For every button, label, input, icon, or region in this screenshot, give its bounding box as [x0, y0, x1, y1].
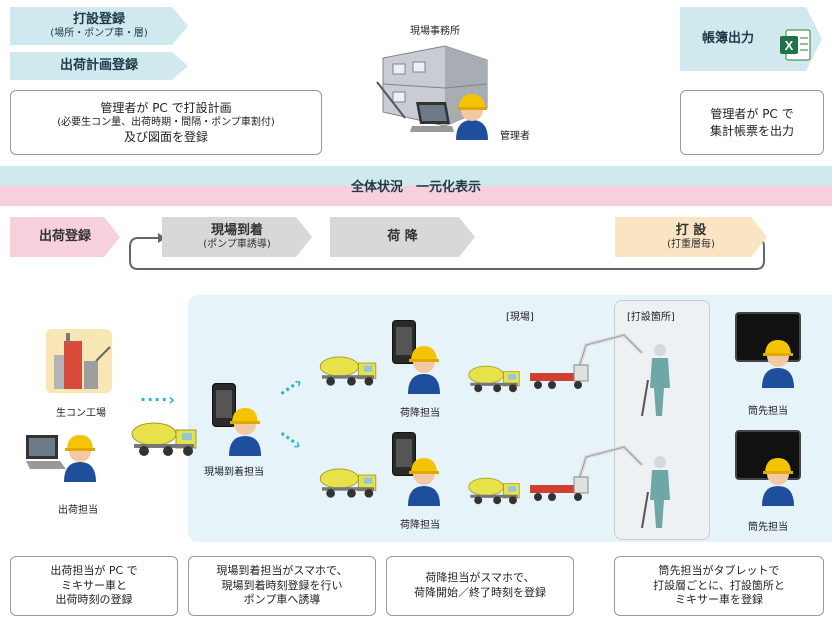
status-bar — [0, 166, 832, 206]
nozzle-label-1: 筒先担当 — [748, 406, 788, 417]
mixer-truck-icon — [468, 477, 520, 505]
shipping-desc-line-1: 出荷担当が PC で — [50, 563, 138, 577]
manager-plan-line-1: 管理者が PC で打設計画 — [100, 100, 232, 115]
arrival-desc-box: 現場到着担当がスマホで、 現場到着時刻登録を行い ポンプ車へ誘導 — [188, 556, 376, 616]
pump-truck-icon — [530, 332, 644, 389]
nozzle-label-2: 筒先担当 — [748, 522, 788, 533]
mixer-truck-icon — [131, 422, 197, 456]
unload-worker-icon — [408, 346, 440, 394]
flow-step-pour: 打 設 (打重層毎) — [615, 217, 767, 257]
flow-step-unload-label: 荷 降 — [387, 228, 418, 244]
pump-truck-icon — [530, 444, 644, 501]
nozzle-worker-figure — [641, 344, 670, 417]
status-bar-label: 全体状況 一元化表示 — [350, 180, 481, 195]
shipping-desc-line-2: ミキサー車と — [61, 578, 127, 592]
flow-step-arrival-label: 現場到着 — [210, 222, 263, 238]
unload-desc-box: 荷降担当がスマホで、 荷降開始／終了時刻を登録 — [386, 556, 574, 616]
flow-step-arrival: 現場到着 (ポンプ車誘導) — [162, 217, 312, 257]
flow-dots-arrow: ····› — [140, 390, 176, 409]
ledger-box: 管理者が PC で 集計帳票を出力 — [680, 90, 824, 155]
manager-label: 管理者 — [500, 131, 530, 142]
svg-text:X: X — [785, 38, 794, 53]
nozzle-desc-box: 筒先担当がタブレットで 打設層ごとに、打設箇所と ミキサー車を登録 — [614, 556, 824, 616]
nozzle-worker-icon — [762, 340, 794, 388]
shipping-label: 出荷担当 — [58, 505, 98, 516]
manager-worker-icon — [456, 94, 488, 140]
plant-label: 生コン工場 — [56, 408, 106, 419]
shipping-desc-box: 出荷担当が PC で ミキサー車と 出荷時刻の登録 — [10, 556, 178, 616]
flow-step-shipment-label: 出荷登録 — [38, 228, 91, 244]
arrival-desc-line-2: 現場到着時刻登録を行い — [221, 578, 343, 592]
nozzle-worker-figure — [641, 456, 670, 529]
flow-step-arrival-sub: (ポンプ車誘導) — [203, 238, 271, 250]
shipping-desc-line-3: 出荷時刻の登録 — [55, 593, 133, 607]
shipping-worker-icon — [64, 435, 96, 482]
nozzle-desc-line-2: 打設層ごとに、打設箇所と — [653, 578, 785, 592]
arrival-desc-line-3: ポンプ車へ誘導 — [243, 593, 321, 607]
concrete-plant-icon — [46, 329, 112, 393]
laptop-icon — [26, 435, 66, 469]
unload-worker-icon — [408, 458, 440, 506]
ledger-line-1: 管理者が PC で — [710, 107, 794, 122]
unload-desc-line-2: 荷降開始／終了時刻を登録 — [414, 586, 546, 599]
unload-label-1: 荷降担当 — [400, 408, 440, 419]
flow-step-pour-label: 打 設 — [675, 222, 707, 238]
nozzle-desc-line-1: 筒先担当がタブレットで — [658, 563, 780, 577]
shipment-plan-banner: 出荷計画登録 — [10, 52, 188, 80]
unload-label-2: 荷降担当 — [400, 520, 440, 531]
smartphone-icon — [392, 432, 416, 476]
flow-step-unload: 荷 降 — [330, 217, 475, 257]
smartphone-icon — [392, 320, 416, 364]
pour-registration-sub: (場所・ポンプ車・層) — [50, 27, 148, 39]
arrival-worker-icon — [229, 408, 261, 456]
flow-step-shipment: 出荷登録 — [10, 217, 120, 257]
mixer-truck-icon — [468, 365, 520, 393]
pour-registration-label: 打設登録 — [72, 11, 125, 27]
laptop-icon — [410, 102, 454, 132]
ledger-output-label: 帳簿出力 — [702, 30, 755, 46]
site-label: [現場] — [506, 312, 534, 323]
arrival-desc-line-1: 現場到着担当がスマホで、 — [216, 563, 348, 577]
mixer-truck-icon — [319, 468, 377, 498]
shipment-plan-label: 出荷計画登録 — [59, 57, 138, 73]
nozzle-desc-line-3: ミキサー車を登録 — [675, 593, 763, 607]
site-office-label: 現場事務所 — [410, 26, 460, 37]
manager-plan-line-2: (必要生コン量、出荷時期・間隔・ポンプ車割付) — [57, 116, 275, 128]
nozzle-worker-icon — [762, 458, 794, 506]
manager-plan-line-3: 及び図面を登録 — [123, 130, 208, 145]
excel-icon: X — [780, 29, 811, 61]
unload-desc-line-1: 荷降担当がスマホで、 — [425, 571, 535, 585]
manager-plan-box: 管理者が PC で打設計画 (必要生コン量、出荷時期・間隔・ポンプ車割付) 及び… — [10, 90, 322, 155]
pour-area-label: [打設箇所] — [627, 312, 675, 323]
arrival-label: 現場到着担当 — [204, 467, 264, 478]
mixer-truck-icon — [319, 356, 377, 386]
pour-registration-banner: 打設登録 (場所・ポンプ車・層) — [10, 7, 188, 45]
flow-step-pour-sub: (打重層毎) — [667, 238, 715, 250]
ledger-line-2: 集計帳票を出力 — [709, 123, 794, 138]
smartphone-icon — [212, 383, 236, 427]
